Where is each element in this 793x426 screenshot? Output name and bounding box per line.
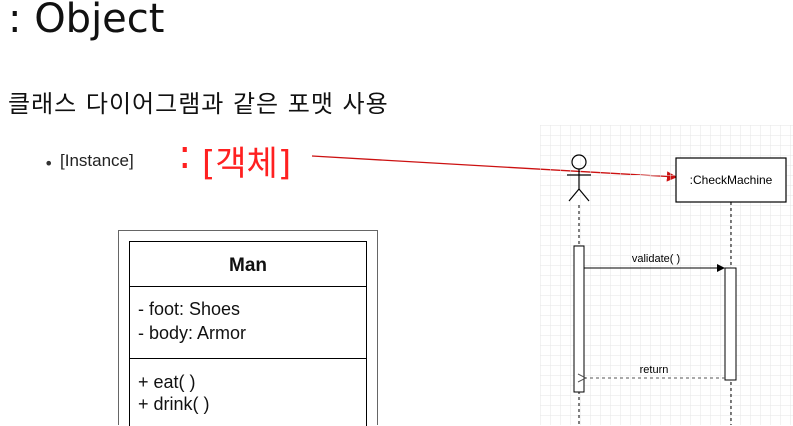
bullet-marker: • <box>44 154 54 173</box>
class-diagram-frame: Man - foot: Shoes - body: Armor + eat( )… <box>118 230 378 426</box>
slide-title: : Object <box>8 0 165 42</box>
actor-icon <box>567 154 591 202</box>
sequence-diagram: :CheckMachine validate( ) return <box>540 125 793 425</box>
object-activation <box>724 267 737 381</box>
class-attributes: - foot: Shoes - body: Armor <box>130 287 366 359</box>
bullet-highlight: [객체] <box>202 144 292 184</box>
bullet-colon: : <box>178 132 192 178</box>
class-operations: + eat( ) + drink( ) <box>130 359 366 415</box>
attribute-item: - body: Armor <box>138 323 247 343</box>
bullet-text: [Instance] <box>60 151 134 170</box>
object-label: :CheckMachine <box>690 173 773 187</box>
operation-item: + eat( ) <box>138 372 196 392</box>
return-label: return <box>640 364 669 376</box>
call-label: validate( ) <box>632 253 680 265</box>
class-name: Man <box>130 242 366 287</box>
slide-subtitle: 클래스 다이어그램과 같은 포맷 사용 <box>8 90 389 118</box>
class-box: Man - foot: Shoes - body: Armor + eat( )… <box>129 241 367 426</box>
operation-item: + drink( ) <box>138 394 210 414</box>
object-box <box>675 157 787 203</box>
attribute-item: - foot: Shoes <box>138 299 241 319</box>
actor-activation <box>573 245 585 393</box>
